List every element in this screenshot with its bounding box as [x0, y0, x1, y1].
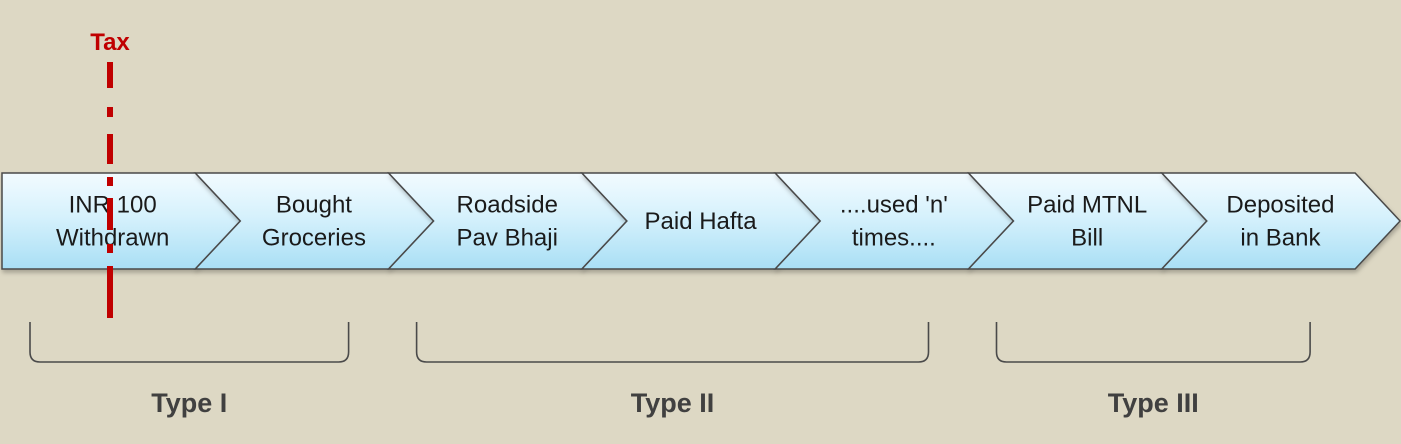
step-label: Deposited	[1226, 192, 1334, 219]
step-label: Paid Hafta	[645, 208, 758, 235]
type-label: Type II	[631, 388, 715, 418]
step-label: Groceries	[262, 225, 366, 252]
bracket	[29, 322, 350, 363]
tax-marker: Tax	[90, 29, 130, 318]
step-label: Pav Bhaji	[457, 225, 558, 252]
type-group: Type I	[29, 322, 350, 418]
bracket	[995, 322, 1311, 363]
step-chevron: Paid Hafta	[580, 172, 822, 270]
process-chevrons: INR 100WithdrawnBoughtGroceriesRoadsideP…	[1, 172, 1401, 270]
step-label: Bought	[276, 192, 352, 219]
step-label: ....used 'n'	[840, 192, 948, 219]
step-label: Paid MTNL	[1027, 192, 1147, 219]
step-chevron: Deposited in Bank	[1160, 172, 1401, 270]
tax-label: Tax	[90, 29, 130, 56]
step-label: in Bank	[1240, 225, 1321, 252]
step-chevron: Paid MTNL Bill	[966, 172, 1208, 270]
type-group: Type II	[415, 322, 930, 418]
type-brackets: Type I Type II Type III	[29, 322, 1311, 418]
type-group: Type III	[995, 322, 1311, 418]
step-label: Bill	[1071, 225, 1103, 252]
type-label: Type I	[151, 388, 227, 418]
chevron-shape	[1160, 172, 1401, 270]
step-chevron: ....used 'n' times....	[773, 172, 1015, 270]
chevron-shape	[1, 172, 242, 270]
type-label: Type III	[1108, 388, 1199, 418]
step-label: times....	[852, 225, 936, 252]
step-label: Roadside	[457, 192, 558, 219]
bracket	[415, 322, 930, 363]
